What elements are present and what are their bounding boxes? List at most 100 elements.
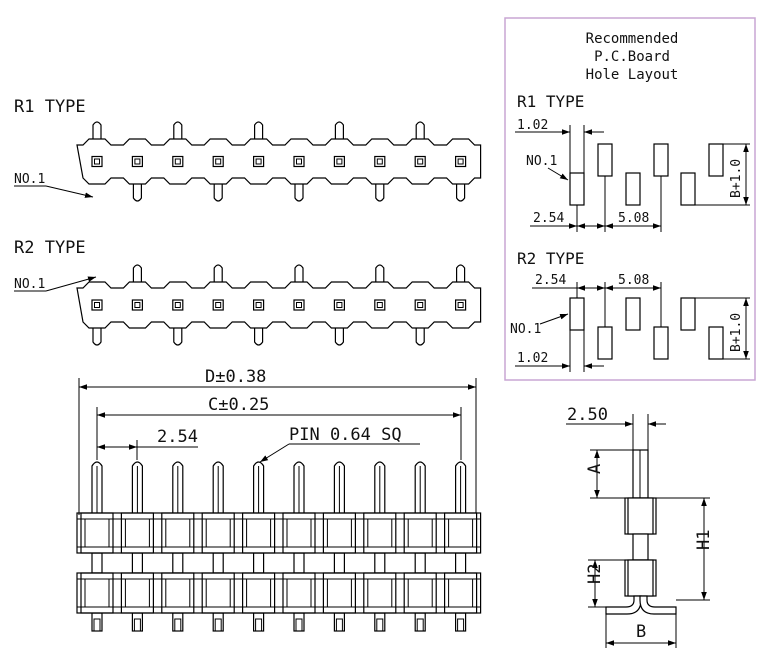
pin-square-outer [374, 155, 386, 168]
pcb-r2-pitch1-label: 2.54 [535, 273, 566, 288]
svg-text:B: B [636, 622, 646, 642]
pin-square-outer [212, 155, 224, 168]
pin-square-inner [296, 302, 302, 308]
header-body [76, 138, 482, 185]
pin-square-inner [376, 158, 383, 165]
pcb-r1-pitch2-label: 5.08 [618, 211, 649, 226]
pcb-title-2: P.C.Board [594, 49, 670, 65]
front-pin-bottom-inner [255, 618, 263, 632]
front-pin-bottom-inner [376, 618, 384, 632]
header-leg [294, 264, 304, 284]
pin-square-inner [376, 302, 383, 308]
header-leg [173, 121, 183, 141]
header-leg [294, 182, 304, 202]
pcb-r1-type-label: R1 TYPE [517, 92, 584, 111]
front-pin-mid [91, 552, 103, 574]
pin-square-inner [134, 302, 141, 308]
front-body-block [161, 572, 195, 614]
front-body-block [322, 512, 356, 554]
front-body-block [201, 512, 235, 554]
pcb-frame [504, 17, 756, 381]
pin-square-inner [134, 158, 141, 165]
header-leg [92, 326, 102, 346]
front-body-outline [76, 512, 482, 554]
front-body-block [120, 572, 155, 614]
front-view [76, 461, 482, 632]
r2-no1-leader [45, 276, 97, 292]
svg-text:H2: H2 [585, 564, 605, 584]
svg-text:PIN 0.64 SQ: PIN 0.64 SQ [289, 425, 402, 445]
header-leg [254, 326, 264, 346]
r2-type-label: R2 TYPE [14, 238, 86, 258]
svg-text:A: A [585, 464, 605, 474]
svg-text:2.50: 2.50 [567, 405, 608, 425]
front-pin-mid [293, 552, 305, 574]
front-body-block [80, 512, 114, 554]
pcb-r2-b-label: B+1.0 [729, 313, 744, 352]
dimension-d: D±0.38 [78, 367, 477, 515]
pcb-r1-pitch1-label: 2.54 [533, 211, 564, 226]
front-body-block [363, 572, 397, 614]
front-pin-bottom-inner [335, 618, 343, 632]
header-leg [375, 182, 385, 202]
front-pin-mid [414, 552, 426, 574]
pin-square-outer [212, 299, 224, 311]
pin-square-outer [374, 299, 386, 311]
header-leg [334, 326, 344, 346]
pin-square-inner [215, 302, 222, 308]
pin-square-inner [457, 302, 464, 308]
svg-text:C±0.25: C±0.25 [208, 395, 269, 415]
front-body-block [282, 512, 316, 554]
pin-square-outer [455, 299, 467, 311]
front-body-block [322, 572, 356, 614]
pin-callout: PIN 0.64 SQ [259, 425, 420, 463]
front-body-block [282, 572, 316, 614]
pin-square-outer [131, 155, 143, 168]
header-leg [132, 182, 142, 202]
r1-type-label: R1 TYPE [14, 97, 86, 117]
r2-no1-label: NO.1 [14, 277, 45, 292]
pin-square-outer [293, 299, 305, 311]
front-pin-mid [172, 552, 184, 574]
pin-square-outer [333, 155, 345, 168]
svg-text:D±0.38: D±0.38 [205, 367, 266, 387]
pin-square-inner [94, 158, 100, 165]
pcb-r1-no1-label: NO.1 [526, 154, 557, 169]
pin-square-outer [455, 155, 467, 168]
svg-text:H1: H1 [694, 530, 714, 550]
header-leg [456, 264, 466, 284]
front-pin-mid [455, 552, 467, 574]
pcb-r2-no1-label: NO.1 [510, 322, 541, 337]
pin-square-inner [174, 302, 181, 308]
header-body [76, 281, 482, 329]
side-view: 2.50 A H1 H2 [566, 405, 714, 648]
pin-square-outer [333, 299, 345, 311]
front-pin-bottom-inner [295, 618, 303, 632]
pin-square-inner [296, 158, 302, 165]
pin-square-outer [172, 299, 184, 311]
front-body-block [80, 572, 114, 614]
header-leg [456, 182, 466, 202]
front-body-block [403, 572, 437, 614]
pcb-r2-pitch2-label: 5.08 [618, 273, 649, 288]
pcb-hole-layout-panel: Recommended P.C.Board Hole Layout R1 TYP… [504, 17, 756, 381]
pin-square-outer [253, 155, 265, 168]
pin-square-outer [131, 299, 143, 311]
front-pin-mid [374, 552, 386, 574]
r1-header-top-view [76, 121, 482, 202]
front-body-block [161, 512, 195, 554]
pcb-title-3: Hole Layout [586, 67, 679, 83]
pcb-r2-type-label: R2 TYPE [517, 249, 584, 268]
front-pin-bottom-inner [93, 618, 101, 632]
header-leg [173, 326, 183, 346]
r1-no1-label: NO.1 [14, 172, 45, 187]
front-pin-bottom-inner [457, 618, 465, 632]
front-pin-mid [333, 552, 345, 574]
pin-square-outer [414, 155, 426, 168]
pin-square-inner [417, 158, 424, 165]
header-leg [415, 326, 425, 346]
dimension-c: C±0.25 [96, 395, 462, 460]
header-leg [375, 264, 385, 284]
pin-square-inner [336, 158, 343, 165]
front-pin-bottom-inner [416, 618, 424, 632]
